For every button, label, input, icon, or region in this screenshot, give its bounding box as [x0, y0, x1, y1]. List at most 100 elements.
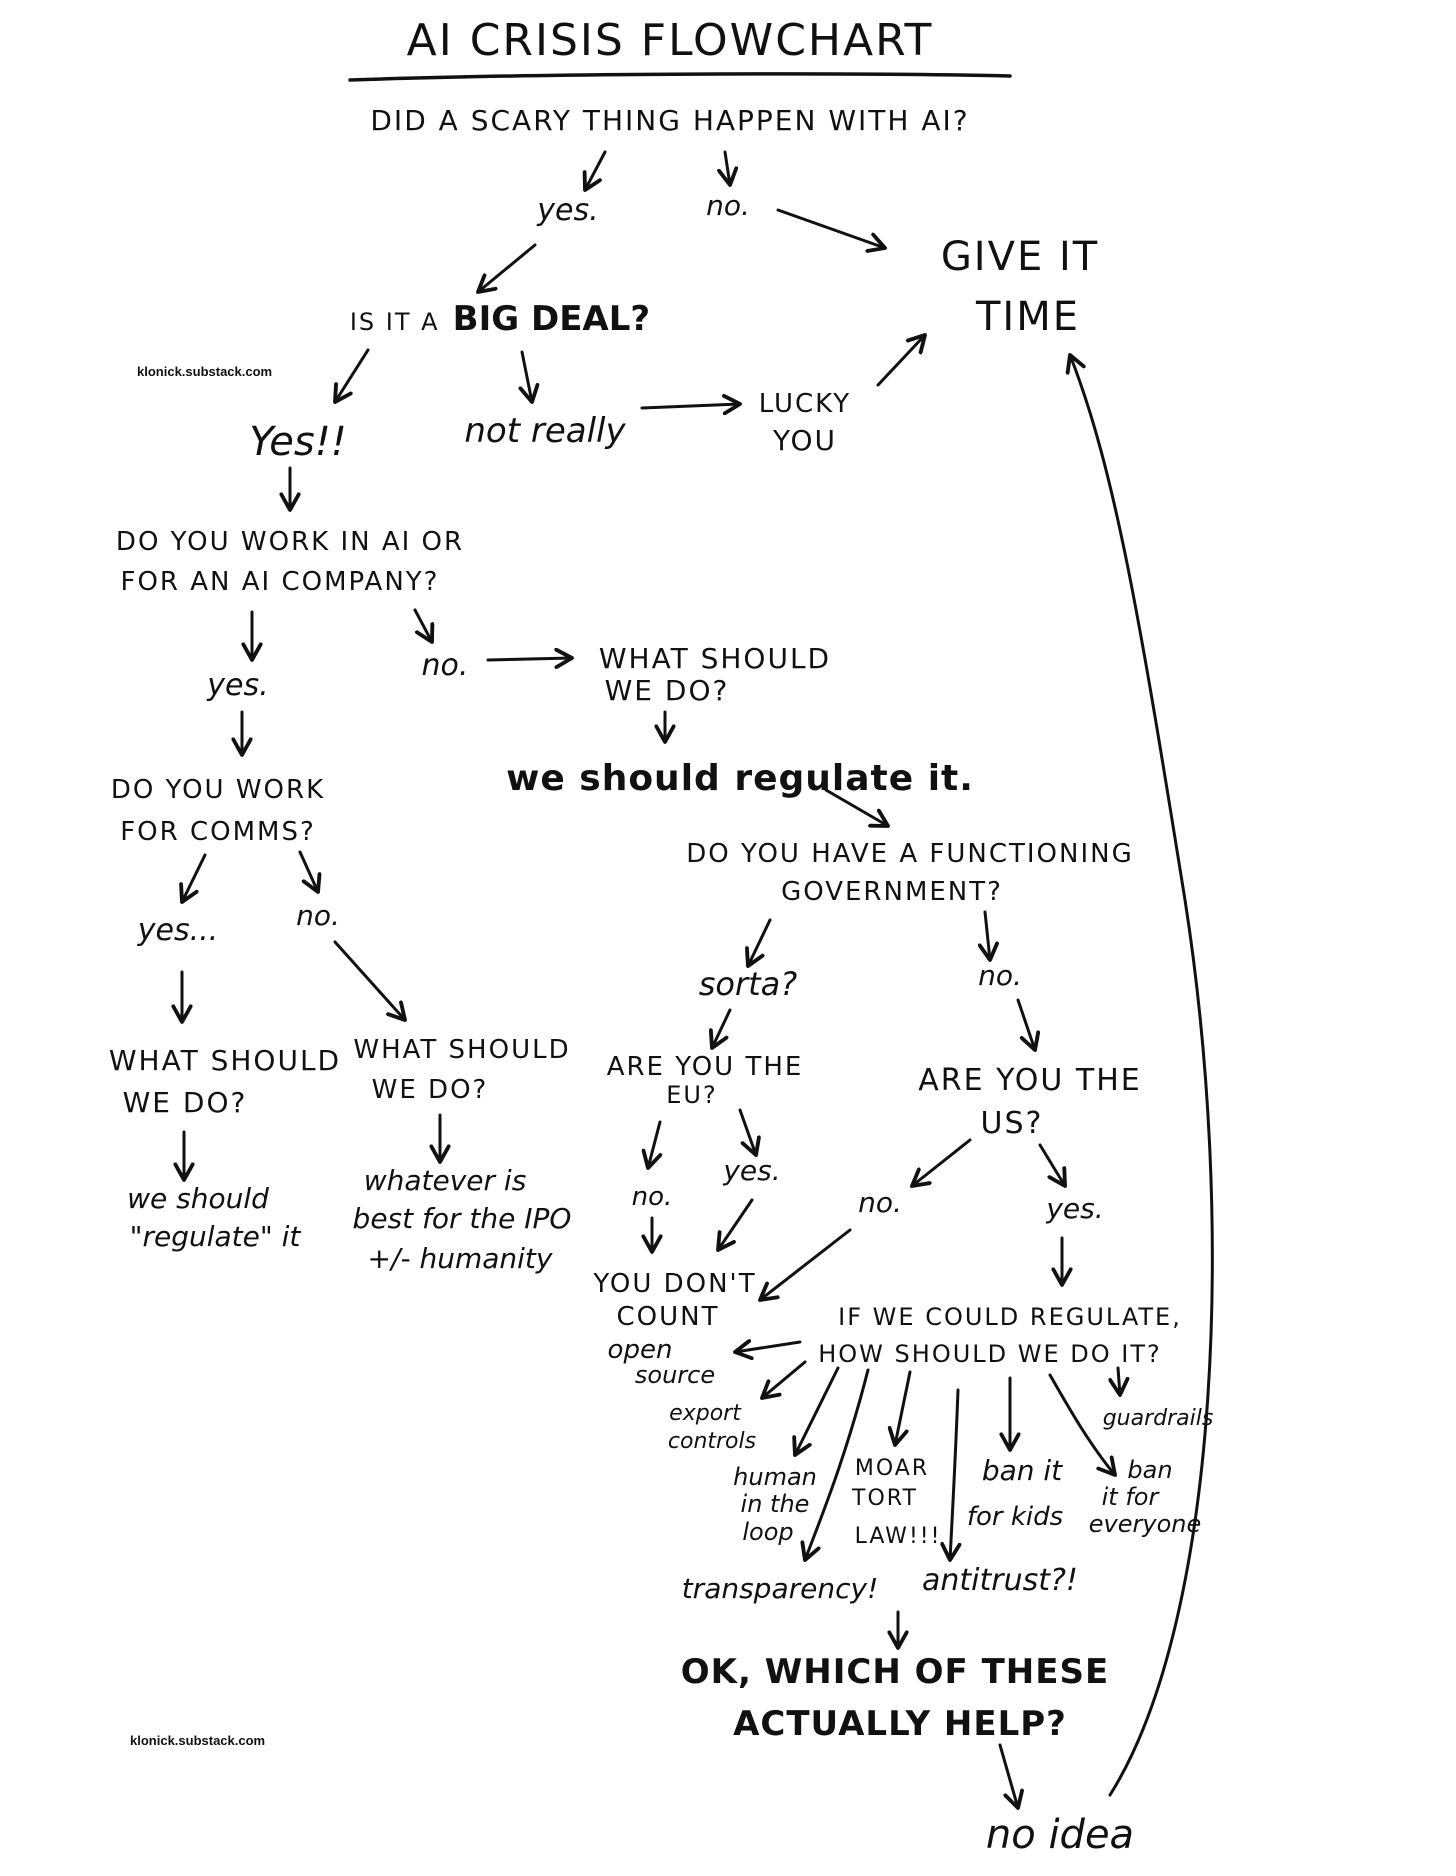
- arrow-work-to-no: [413, 608, 432, 642]
- arrow-how-to-guardrails: [1118, 1366, 1120, 1395]
- arrow-us-to-yes: [1038, 1143, 1065, 1186]
- question-us-line1: ARE YOU THE: [918, 1063, 1142, 1098]
- question-work-in-ai-line1: DO YOU WORK IN AI OR: [116, 527, 464, 557]
- question-big-deal: IS IT A BIG DEAL?: [350, 299, 650, 339]
- lucky-you-line2: YOU: [772, 424, 837, 457]
- answer-yes-6: yes.: [722, 1154, 780, 1187]
- arrow-notreally-to-lucky: [640, 404, 740, 408]
- answer-ipo-line3: +/- humanity: [368, 1242, 553, 1275]
- answer-quoted-regulate-line2: "regulate" it: [130, 1220, 302, 1253]
- answer-no-1: no.: [706, 189, 750, 222]
- question-which-help-line1: OK, WHICH OF THESE: [681, 1652, 1109, 1692]
- option-tort-law-line2: TORT: [851, 1486, 918, 1511]
- question-work-comms-line2: FOR COMMS?: [120, 817, 316, 847]
- question-government-line1: DO YOU HAVE A FUNCTIONING: [686, 839, 1134, 869]
- arrow-us-no-to-dont-count: [760, 1228, 852, 1300]
- question-how-regulate-line2: HOW SHOULD WE DO IT?: [818, 1340, 1162, 1368]
- arrow-lucky-to-give-time: [876, 335, 925, 387]
- option-transparency: transparency!: [682, 1572, 879, 1605]
- arrow-how-to-transparency: [805, 1368, 870, 1560]
- flowchart-title: AI CRISIS FLOWCHART: [407, 15, 934, 66]
- we-should-regulate-it: we should regulate it.: [506, 758, 974, 799]
- answer-sorta: sorta?: [699, 965, 798, 1003]
- flowchart-edges: [182, 150, 1214, 1808]
- big-deal-prefix: IS IT A: [350, 308, 440, 336]
- answer-yes-4: yes...: [137, 913, 218, 948]
- option-ban-for-everyone-line2: it for: [1102, 1483, 1161, 1511]
- arrow-how-to-open-source: [735, 1342, 802, 1352]
- question-government-line2: GOVERNMENT?: [781, 877, 1003, 907]
- arrow-government-to-sorta: [748, 918, 772, 966]
- question-which-help-line2: ACTUALLY HELP?: [733, 1704, 1067, 1744]
- arrow-no-to-us: [1016, 998, 1035, 1050]
- question-what-should-3-line2: WE DO?: [372, 1075, 489, 1105]
- question-scary-thing: DID A SCARY THING HAPPEN WITH AI?: [370, 104, 969, 137]
- you-dont-count-line1: YOU DON'T: [592, 1269, 756, 1299]
- answer-ipo-line1: whatever is: [364, 1164, 527, 1197]
- option-export-controls-line1: export: [669, 1401, 742, 1426]
- arrow-scary-to-no: [725, 150, 730, 185]
- arrow-bigdeal-to-notreally: [522, 350, 532, 402]
- option-ban-for-kids-line1: ban it: [982, 1454, 1063, 1487]
- arrow-how-to-export: [762, 1360, 807, 1398]
- answer-no-idea: no idea: [986, 1812, 1134, 1858]
- give-it-time-line2: TIME: [975, 294, 1080, 340]
- question-how-regulate-line1: IF WE COULD REGULATE,: [838, 1303, 1182, 1331]
- arrow-how-to-tort: [895, 1370, 912, 1445]
- you-dont-count-line2: COUNT: [617, 1302, 720, 1332]
- question-eu-line2: EU?: [666, 1081, 717, 1109]
- arrow-comms-to-no: [298, 850, 318, 892]
- option-ban-for-everyone-line1: ban: [1127, 1456, 1172, 1484]
- arrow-no-to-what-should: [486, 658, 572, 660]
- answer-yes-7: yes.: [1045, 1192, 1103, 1225]
- answer-yes-1: yes.: [536, 193, 598, 228]
- question-what-should-2-line1: WHAT SHOULD: [109, 1044, 341, 1077]
- question-what-should-1-line2: WE DO?: [605, 674, 730, 707]
- arrow-how-to-antitrust: [950, 1388, 958, 1560]
- watermark-bottom: klonick.substack.com: [130, 1733, 265, 1748]
- question-work-in-ai-line2: FOR AN AI COMPANY?: [121, 567, 440, 597]
- question-eu-line1: ARE YOU THE: [607, 1052, 804, 1082]
- option-tort-law-line1: MOAR: [855, 1456, 929, 1481]
- answer-quoted-regulate-line1: we should: [127, 1182, 269, 1215]
- arrow-help-to-no-idea: [998, 1743, 1018, 1808]
- arrow-eu-yes-to-dont-count: [718, 1198, 754, 1250]
- answer-ipo-line2: best for the IPO: [353, 1202, 572, 1235]
- arrow-eu-to-no: [648, 1120, 660, 1168]
- option-open-source-line1: open: [608, 1335, 673, 1365]
- big-deal-emphasis: BIG DEAL?: [453, 299, 650, 339]
- arrow-comms-to-yes: [182, 853, 207, 902]
- arrow-eu-to-yes: [738, 1108, 756, 1155]
- arrow-sorta-to-eu: [712, 1008, 732, 1048]
- option-ban-for-kids-line2: for kids: [967, 1502, 1063, 1532]
- option-ban-for-everyone-line3: everyone: [1089, 1510, 1201, 1538]
- give-it-time-line1: GIVE IT: [941, 234, 1099, 280]
- answer-not-really: not really: [464, 411, 626, 451]
- answer-no-5: no.: [978, 959, 1022, 992]
- option-human-in-loop-line3: loop: [742, 1518, 793, 1546]
- arrow-bigdeal-to-yes: [335, 348, 370, 402]
- option-open-source-line2: source: [635, 1361, 715, 1389]
- arrow-how-to-everyone: [1048, 1373, 1115, 1475]
- option-export-controls-line2: controls: [668, 1429, 756, 1454]
- question-what-should-1-line1: WHAT SHOULD: [599, 642, 831, 675]
- answer-no-7: no.: [858, 1186, 902, 1219]
- option-antitrust: antitrust?!: [922, 1563, 1078, 1598]
- question-us-line2: US?: [981, 1106, 1044, 1141]
- arrow-scary-to-yes: [585, 150, 607, 190]
- answer-yes-3: yes.: [206, 668, 268, 703]
- arrow-regulate-to-government: [824, 788, 888, 826]
- option-human-in-loop-line1: human: [733, 1463, 817, 1491]
- option-guardrails: guardrails: [1103, 1406, 1214, 1431]
- option-tort-law-line3: LAW!!!: [855, 1524, 942, 1549]
- arrow-no-idea-loop-to-give-time: [1070, 355, 1214, 1797]
- arrow-government-to-no: [985, 910, 990, 960]
- lucky-you-line1: LUCKY: [759, 389, 851, 419]
- question-what-should-3-line1: WHAT SHOULD: [353, 1035, 570, 1065]
- answer-yes-2: Yes!!: [249, 419, 347, 465]
- title-underline: [348, 72, 1012, 82]
- arrow-no-to-what-should-2: [333, 940, 405, 1020]
- question-what-should-2-line2: WE DO?: [123, 1086, 248, 1119]
- arrow-how-to-human: [795, 1366, 840, 1455]
